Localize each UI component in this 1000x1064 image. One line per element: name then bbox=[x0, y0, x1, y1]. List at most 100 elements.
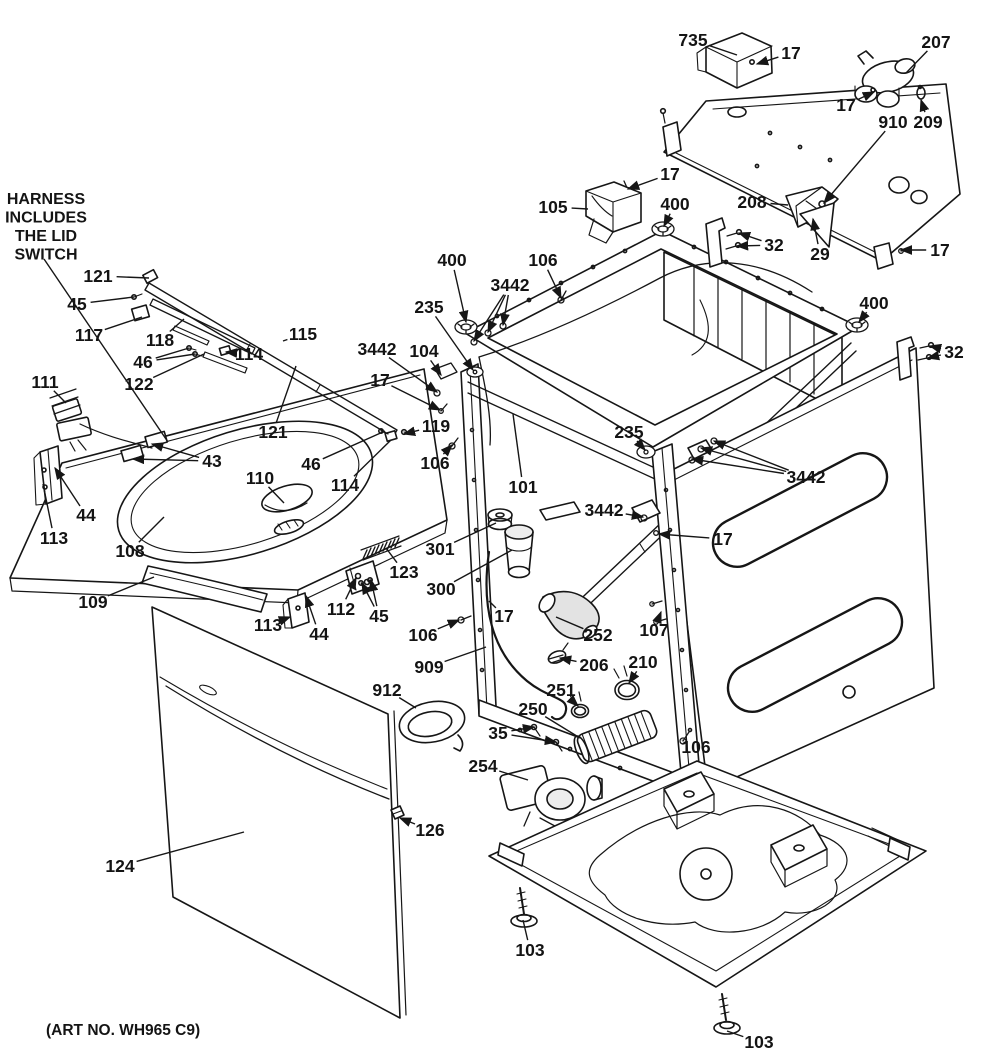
part-label-104: 104 bbox=[409, 341, 438, 361]
leader-line bbox=[544, 716, 581, 739]
leader-line bbox=[512, 413, 523, 478]
part-label-106: 106 bbox=[681, 737, 710, 757]
leader-line bbox=[522, 919, 529, 941]
part-label-32: 32 bbox=[764, 235, 784, 255]
part-label-17: 17 bbox=[660, 164, 679, 184]
leader-line bbox=[107, 576, 155, 597]
part-label-17: 17 bbox=[781, 43, 800, 63]
leader-line bbox=[690, 455, 785, 475]
leader-line bbox=[926, 350, 942, 361]
clamp-251 bbox=[569, 691, 590, 719]
leader-line bbox=[511, 724, 536, 734]
leader-line bbox=[858, 310, 870, 324]
part-label-46: 46 bbox=[301, 454, 321, 474]
leader-line bbox=[169, 318, 185, 333]
part-label-43: 43 bbox=[202, 451, 222, 471]
part-label-235: 235 bbox=[614, 422, 643, 442]
leader-line bbox=[487, 294, 507, 334]
leader-line bbox=[633, 438, 646, 452]
leader-line bbox=[928, 343, 943, 354]
leader-line bbox=[628, 670, 640, 685]
leader-line bbox=[444, 646, 487, 663]
leader-line bbox=[385, 547, 398, 564]
part-label-105: 105 bbox=[538, 197, 567, 217]
leader-line bbox=[726, 1030, 744, 1038]
part-label-45: 45 bbox=[369, 606, 389, 626]
part-label-114: 114 bbox=[235, 344, 263, 364]
leader-line bbox=[488, 600, 497, 609]
leader-line bbox=[437, 619, 461, 630]
leader-line bbox=[511, 734, 558, 746]
part-label-909: 909 bbox=[414, 657, 443, 677]
leader-line bbox=[138, 516, 165, 543]
dampening-strip-109 bbox=[141, 565, 268, 613]
part-label-113: 113 bbox=[254, 615, 282, 635]
leader-line bbox=[652, 610, 662, 625]
part-label-106: 106 bbox=[420, 453, 449, 473]
part-label-126: 126 bbox=[415, 820, 444, 840]
ring-235-right bbox=[636, 445, 656, 459]
leader-line bbox=[398, 697, 417, 709]
harness-note-leader bbox=[43, 258, 169, 443]
leader-line bbox=[453, 522, 497, 544]
corrugated-hose-250 bbox=[573, 709, 658, 765]
part-label-400: 400 bbox=[437, 250, 466, 270]
clip-117 bbox=[130, 304, 151, 322]
coiled-tube-912 bbox=[398, 700, 466, 752]
part-label-115: 115 bbox=[289, 324, 317, 344]
leader-line bbox=[810, 217, 820, 245]
part-label-112: 112 bbox=[327, 599, 355, 619]
leader-line bbox=[275, 365, 297, 423]
part-label-118: 118 bbox=[146, 330, 174, 350]
leader-line bbox=[558, 655, 577, 666]
part-label-103: 103 bbox=[515, 940, 544, 960]
leader-line bbox=[361, 581, 375, 607]
bracket-44-113-left bbox=[33, 445, 63, 506]
part-label-210: 210 bbox=[628, 652, 657, 672]
leader-line bbox=[391, 385, 442, 411]
clip-114-left bbox=[218, 344, 232, 357]
leader-lines bbox=[42, 44, 943, 1038]
leader-line bbox=[857, 91, 876, 102]
part-label-301: 301 bbox=[425, 539, 454, 559]
part-label-29: 29 bbox=[810, 244, 830, 264]
part-label-124: 124 bbox=[105, 856, 134, 876]
leader-line bbox=[353, 439, 392, 477]
leader-line bbox=[440, 443, 453, 457]
part-label-44: 44 bbox=[76, 505, 96, 525]
part-label-17: 17 bbox=[836, 95, 855, 115]
leader-line bbox=[116, 276, 150, 279]
part-label-106: 106 bbox=[408, 625, 437, 645]
grommet-400-right bbox=[845, 317, 869, 333]
bracket-44-113-right bbox=[282, 592, 310, 629]
leader-line bbox=[152, 353, 205, 379]
leader-line bbox=[136, 831, 245, 863]
leader-line bbox=[657, 529, 710, 540]
side-panel bbox=[667, 347, 935, 791]
part-label-121: 121 bbox=[83, 266, 112, 286]
part-label-109: 109 bbox=[78, 592, 107, 612]
art-number: (ART NO. WH965 C9) bbox=[46, 1022, 201, 1039]
part-label-3442: 3442 bbox=[491, 275, 530, 295]
leader-line bbox=[398, 817, 416, 827]
leader-line bbox=[500, 294, 510, 327]
leader-line bbox=[434, 315, 474, 372]
leader-line bbox=[473, 294, 505, 343]
leader-line bbox=[712, 440, 789, 471]
part-label-121: 121 bbox=[258, 422, 287, 442]
part-label-910: 910 bbox=[878, 112, 907, 132]
part-label-400: 400 bbox=[660, 194, 689, 214]
leader-line bbox=[54, 466, 81, 507]
part-label-17: 17 bbox=[494, 606, 513, 626]
leader-line bbox=[267, 486, 285, 504]
leader-line bbox=[735, 240, 761, 251]
part-label-206: 206 bbox=[579, 655, 608, 675]
part-label-103: 103 bbox=[744, 1032, 773, 1052]
leader-line bbox=[555, 616, 584, 630]
part-label-235: 235 bbox=[414, 297, 443, 317]
bracket-cover-735 bbox=[696, 32, 773, 89]
part-label-250: 250 bbox=[518, 699, 547, 719]
